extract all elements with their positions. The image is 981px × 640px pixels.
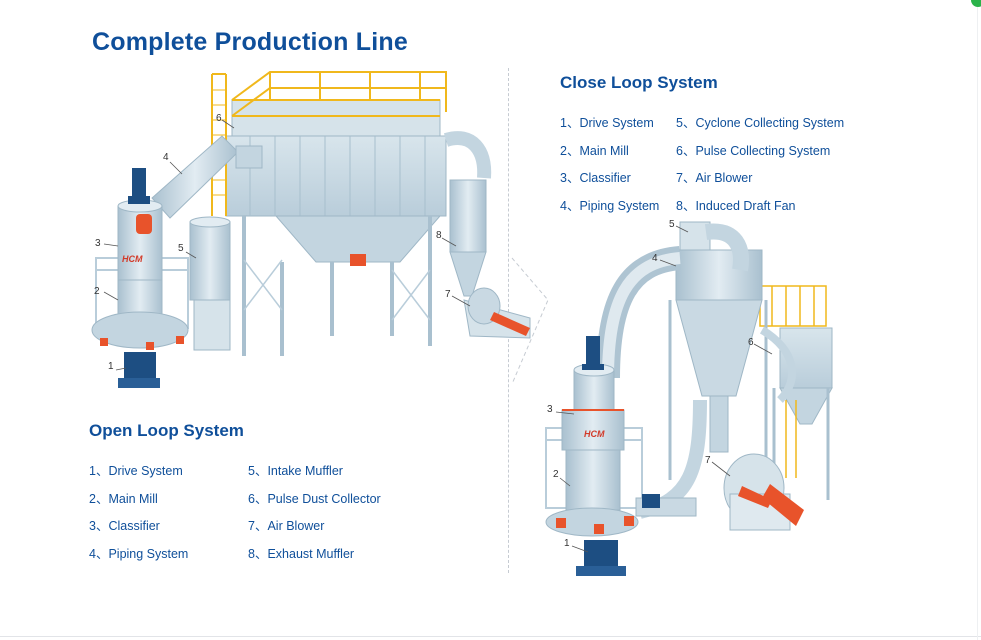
callout-open-8: 8 (436, 230, 442, 241)
pulse-dust-collector (211, 71, 447, 356)
callout-close-4: 4 (652, 253, 658, 264)
open-loop-item-8: 8、Exhaust Muffler (248, 547, 355, 561)
corner-dot-icon (971, 0, 981, 7)
close-loop-item-6: 6、Pulse Collecting System (676, 144, 831, 158)
open-loop-item-3: 3、Classifier (89, 519, 160, 533)
open-air-blower (463, 287, 531, 339)
close-loop-item-8: 8、Induced Draft Fan (676, 199, 796, 213)
close-loop-item-3: 3、Classifier (560, 171, 631, 185)
callout-open-4: 4 (163, 152, 169, 163)
cyclone-collector (668, 221, 797, 480)
page-title: Complete Production Line (92, 28, 408, 56)
close-main-mill: HCM (545, 336, 697, 537)
close-loop-item-2: 2、Main Mill (560, 144, 629, 158)
open-loop-item-2: 2、Main Mill (89, 492, 158, 506)
callout-close-3: 3 (547, 404, 553, 415)
open-brand-logo: HCM (122, 254, 143, 264)
exhaust-muffler (443, 131, 492, 297)
close-pulse-collector (759, 285, 833, 500)
open-callouts: 1 2 3 4 5 6 7 8 (94, 113, 471, 372)
callout-close-2: 2 (553, 469, 559, 480)
callout-open-3: 3 (95, 238, 101, 249)
dashed-connector (511, 257, 549, 385)
close-loop-item-4: 4、Piping System (560, 199, 660, 213)
callout-open-7: 7 (445, 289, 451, 300)
bottom-border (0, 636, 981, 637)
open-drive-system (118, 352, 160, 388)
callout-close-1: 1 (564, 538, 570, 549)
close-loop-item-5: 5、Cyclone Collecting System (676, 116, 845, 130)
right-border (977, 0, 978, 640)
open-loop-item-7: 7、Air Blower (248, 519, 325, 533)
callout-open-2: 2 (94, 286, 100, 297)
close-air-blower (723, 453, 804, 531)
callout-close-6: 6 (748, 337, 754, 348)
callout-open-1: 1 (108, 361, 114, 372)
close-drive-system (576, 540, 626, 576)
callout-close-7: 7 (705, 455, 711, 466)
close-loop-item-1: 1、Drive System (560, 116, 654, 130)
close-loop-item-7: 7、Air Blower (676, 171, 753, 185)
intake-muffler (189, 216, 231, 351)
callout-open-5: 5 (178, 243, 184, 254)
open-loop-item-6: 6、Pulse Dust Collector (248, 492, 381, 506)
callout-open-6: 6 (216, 113, 222, 124)
close-brand-logo: HCM (584, 429, 605, 439)
open-loop-item-1: 1、Drive System (89, 464, 183, 478)
close-callouts: 1 2 3 4 5 6 7 (547, 219, 773, 553)
open-piping-system (151, 135, 263, 219)
close-loop-title: Close Loop System (560, 73, 718, 92)
open-loop-item-4: 4、Piping System (89, 547, 189, 561)
open-loop-item-5: 5、Intake Muffler (248, 464, 343, 478)
open-main-mill: HCM (91, 168, 189, 350)
callout-close-5: 5 (669, 219, 675, 230)
open-loop-title: Open Loop System (89, 421, 244, 440)
